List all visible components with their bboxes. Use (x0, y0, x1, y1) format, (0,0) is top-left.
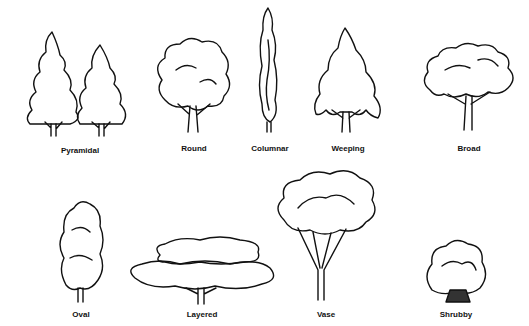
tree-form-label: Round (181, 145, 206, 153)
broad-tree (424, 43, 513, 130)
round-tree (158, 38, 230, 132)
tree-form-label: Pyramidal (61, 147, 99, 155)
columnar-tree (260, 8, 277, 132)
tree-form-label: Broad (457, 145, 480, 153)
tree-form-label: Shrubby (440, 311, 472, 319)
tree-form-label: Oval (72, 311, 89, 319)
oval-tree (60, 202, 103, 302)
tree-form-label: Vase (317, 311, 335, 319)
tree-form-label: Layered (187, 311, 218, 319)
vase-tree (278, 171, 375, 300)
layered-tree (131, 237, 274, 304)
weeping-tree (315, 28, 381, 132)
tree-form-label: Columnar (251, 145, 288, 153)
tree-form-label: Weeping (331, 145, 364, 153)
shrubby-tree (427, 240, 486, 302)
pyramidal-tree (27, 32, 125, 136)
